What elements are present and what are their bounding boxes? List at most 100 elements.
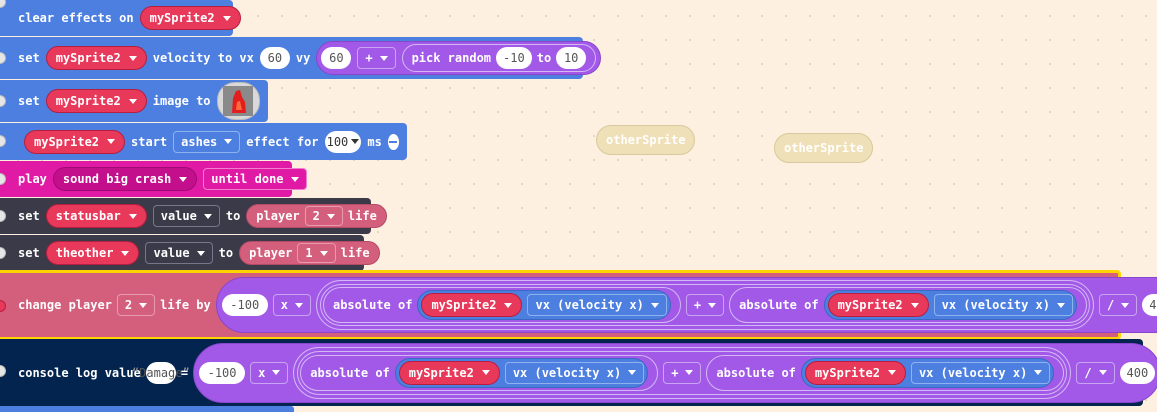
property-dropdown[interactable]: value (145, 242, 213, 264)
dropdown-value: until done (211, 172, 284, 186)
block-label: velocity to vx (152, 51, 254, 65)
random-from-input[interactable]: -10 (496, 47, 532, 69)
console-log-block[interactable]: console log value “Damage” = -100 x abso… (0, 339, 1157, 406)
chevron-down-icon (887, 370, 896, 375)
math-expression[interactable]: -100 x absolute of mySprite2 vx (velocit… (193, 342, 1157, 403)
sprite-property-block[interactable]: mySprite2 vx (velocity x) (800, 357, 1055, 388)
change-life-block[interactable]: change player 2 life by -100 x absolute … (0, 270, 1157, 340)
statusbar-dropdown[interactable]: statusbar (45, 204, 147, 228)
operator-dropdown[interactable]: x (250, 361, 289, 384)
dropdown-value: 2 (312, 209, 320, 223)
sprite-dropdown[interactable]: mySprite2 (398, 360, 500, 385)
random-to-input[interactable]: 10 (556, 47, 587, 69)
absolute-of-block[interactable]: absolute of mySprite2 vx (velocity x) (322, 287, 681, 323)
log-key-input[interactable]: “Damage” (132, 361, 190, 384)
math-expression[interactable]: 60 + pick random -10 to 10 (316, 41, 602, 75)
sprite-dropdown[interactable]: mySprite2 (24, 129, 126, 154)
close-quote: ” (182, 365, 190, 380)
pick-random-block[interactable]: pick random -10 to 10 (401, 44, 597, 72)
sprite-dropdown[interactable]: mySprite2 (45, 89, 147, 113)
player-life-block[interactable]: player 2 life (246, 204, 387, 228)
statusbar-dropdown[interactable]: theother (45, 241, 140, 265)
vx-input[interactable]: 60 (259, 47, 290, 69)
sprite-dropdown[interactable]: mySprite2 (139, 6, 241, 30)
absolute-of-block[interactable]: absolute of mySprite2 vx (velocity x) (706, 354, 1065, 391)
chevron-down-icon (910, 302, 919, 308)
chevron-down-icon (290, 176, 299, 182)
operator-dropdown[interactable]: / (1098, 294, 1138, 316)
amount-input[interactable]: -100 (221, 294, 268, 316)
sprite-dropdown[interactable]: mySprite2 (421, 293, 523, 317)
property-dropdown[interactable]: vx (velocity x) (933, 294, 1073, 316)
collapse-minus-icon[interactable] (387, 133, 399, 150)
sprite-dropdown[interactable]: mySprite2 (827, 293, 929, 317)
property-dropdown[interactable]: value (152, 205, 220, 227)
set-statusbar-block[interactable]: set statusbar value to player 2 life (0, 198, 387, 234)
set-theother-block[interactable]: set theother value to player 1 life (0, 235, 380, 271)
dropdown-value: value (160, 209, 197, 223)
block-label: set (18, 209, 40, 223)
absolute-of-block[interactable]: absolute of mySprite2 vx (velocity x) (300, 354, 659, 391)
operator-dropdown[interactable]: + (357, 47, 396, 69)
operator-dropdown[interactable]: + (663, 361, 702, 384)
operator-dropdown[interactable]: x (272, 294, 311, 316)
other-sprite-variable-block[interactable]: otherSprite (774, 133, 874, 163)
chevron-down-icon (708, 302, 717, 308)
sprite-property-block[interactable]: mySprite2 vx (velocity x) (417, 290, 671, 320)
duration-dropdown[interactable]: 100 (324, 130, 362, 153)
sprite-property-block[interactable]: mySprite2 vx (velocity x) (823, 290, 1077, 320)
player-dropdown[interactable]: 2 (116, 294, 156, 316)
property-dropdown[interactable]: vx (velocity x) (527, 294, 667, 316)
player-dropdown[interactable]: 1 (297, 243, 336, 263)
property-dropdown[interactable]: vx (velocity x) (504, 361, 645, 384)
block-connector (0, 247, 6, 259)
clear-effects-block[interactable]: clear effects on mySprite2 (0, 0, 241, 36)
image-picker[interactable] (216, 82, 260, 120)
play-sound-block[interactable]: play sound big crash until done (0, 161, 307, 197)
player-dropdown[interactable]: 2 (304, 206, 343, 226)
absolute-of-block[interactable]: absolute of mySprite2 vx (velocity x) (729, 287, 1087, 323)
chevron-down-icon (128, 213, 137, 219)
player-life-block[interactable]: player 1 life (239, 241, 380, 265)
dropdown-value: sound big crash (62, 172, 172, 186)
block-label: absolute of (716, 365, 796, 380)
chevron-down-icon (1121, 302, 1130, 308)
dropdown-value: vx (velocity x) (918, 365, 1028, 380)
chevron-down-icon (326, 213, 335, 219)
set-image-block[interactable]: set mySprite2 image to (0, 80, 268, 122)
play-mode-dropdown[interactable]: until done (203, 168, 307, 190)
operator-dropdown[interactable]: + (685, 294, 725, 316)
chevron-down-icon (272, 370, 281, 375)
dropdown-value: mySprite2 (149, 11, 215, 25)
dropdown-value: + (365, 51, 373, 65)
operator-dropdown[interactable]: / (1076, 361, 1115, 384)
divisor-input[interactable]: 400 (1142, 294, 1157, 316)
vy-input[interactable]: 60 (321, 47, 352, 69)
block-label: ms (367, 134, 382, 149)
dropdown-value: theother (55, 246, 114, 260)
divisor-input[interactable]: 400 (1119, 361, 1156, 384)
effect-dropdown[interactable]: ashes (173, 130, 241, 153)
block-connector (0, 173, 6, 185)
math-expression[interactable]: absolute of mySprite2 vx (velocity x) + … (315, 280, 1094, 330)
dropdown-value: 1 (305, 246, 313, 260)
sprite-property-block[interactable]: mySprite2 vx (velocity x) (394, 357, 649, 388)
math-expression[interactable]: absolute of mySprite2 vx (velocity x) + … (293, 346, 1072, 399)
math-expression[interactable]: -100 x absolute of mySprite2 vx (velocit… (215, 277, 1157, 333)
property-dropdown[interactable]: vx (velocity x) (910, 361, 1051, 384)
next-block-stub[interactable] (0, 406, 294, 412)
sound-dropdown[interactable]: sound big crash (52, 167, 198, 191)
dropdown-value: mySprite2 (431, 298, 497, 312)
start-effect-block[interactable]: mySprite2 start ashes effect for 100 ms (0, 123, 407, 160)
chevron-down-icon (128, 55, 137, 61)
chevron-down-icon (179, 176, 188, 182)
set-velocity-block[interactable]: set mySprite2 velocity to vx 60 vy 60 + … (0, 37, 602, 79)
sprite-dropdown[interactable]: mySprite2 (804, 360, 906, 385)
amount-input[interactable]: -100 (199, 361, 246, 384)
log-key-value: Damage (139, 365, 183, 380)
block-label: clear effects on (18, 11, 134, 25)
block-label: vy (295, 51, 311, 65)
chevron-down-icon (504, 302, 513, 308)
other-sprite-variable-block[interactable]: otherSprite (596, 125, 696, 155)
sprite-dropdown[interactable]: mySprite2 (45, 46, 147, 70)
